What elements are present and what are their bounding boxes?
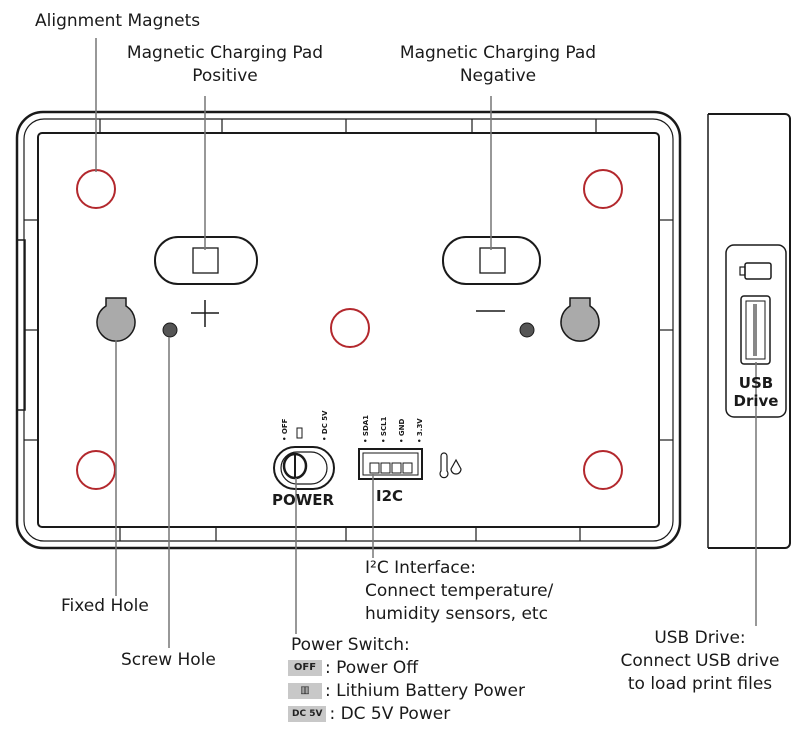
- usb-line1: USB Drive:: [654, 628, 746, 648]
- i2c-connector-drawing: [358, 448, 462, 480]
- magnet-top-left: [76, 169, 116, 209]
- power-off-text: : Power Off: [325, 658, 419, 678]
- screw-holes: [162, 322, 535, 338]
- switch-dc-label: • DC 5V: [321, 410, 329, 441]
- magnet-bottom-right: [583, 450, 623, 490]
- i2c-line2: Connect temperature/: [365, 581, 554, 601]
- switch-off-label: • OFF: [281, 418, 289, 441]
- usb-line2: Connect USB drive: [620, 651, 780, 671]
- pin-sda1: • SDA1: [362, 414, 370, 443]
- i2c-line1: I²C Interface:: [365, 558, 476, 578]
- label-alignment-magnets: Alignment Magnets: [35, 11, 201, 31]
- power-dc-text: : DC 5V Power: [329, 704, 451, 724]
- humidity-drop-icon: [450, 458, 462, 475]
- dc-badge: DC 5V: [288, 706, 327, 722]
- charging-pads: [154, 236, 541, 327]
- usb-side-line2: Drive: [733, 392, 779, 410]
- pad-positive-title: Magnetic Charging Pad: [126, 43, 324, 63]
- usb-side-line1: USB: [738, 374, 774, 392]
- fixed-holes: [96, 297, 600, 342]
- magnet-bottom-left: [76, 450, 116, 490]
- label-fixed-hole: Fixed Hole: [61, 596, 149, 616]
- power-label: POWER: [272, 491, 335, 509]
- label-i2c-interface: I²C Interface: Connect temperature/humidi…: [365, 557, 553, 626]
- pin-3v3: • 3.3V: [416, 418, 424, 443]
- power-switch-drawing: [273, 427, 335, 490]
- label-usb-drive: USB Drive: Connect USB drive to load print…: [610, 627, 790, 696]
- off-badge: OFF: [288, 660, 322, 676]
- plus-icon: [191, 300, 219, 327]
- thermometer-icon: [439, 452, 449, 479]
- pad-negative-title: Magnetic Charging Pad: [399, 43, 597, 63]
- label-screw-hole: Screw Hole: [121, 650, 216, 670]
- alignment-magnets: [76, 169, 623, 490]
- i2c-line3: humidity sensors, etc: [365, 604, 548, 624]
- label-power-switch: Power Switch: OFF: Power Off ▥: Lithium …: [288, 634, 525, 726]
- pin-gnd: • GND: [398, 418, 406, 443]
- pad-negative-sub: Negative: [459, 66, 537, 86]
- usb-line3: to load print files: [627, 674, 773, 694]
- power-title: Power Switch:: [291, 635, 410, 655]
- device-body: [15, 110, 682, 550]
- pin-scl1: • SCL1: [380, 416, 388, 443]
- power-battery-text: : Lithium Battery Power: [325, 681, 525, 701]
- magnet-center: [330, 308, 370, 348]
- side-view: [707, 113, 791, 549]
- battery-badge-icon: ▥: [288, 683, 322, 699]
- usb-icon: [744, 262, 772, 280]
- i2c-label: I2C: [376, 487, 404, 505]
- leader-lines: [95, 38, 757, 648]
- magnet-top-right: [583, 169, 623, 209]
- pad-positive-sub: Positive: [192, 66, 258, 86]
